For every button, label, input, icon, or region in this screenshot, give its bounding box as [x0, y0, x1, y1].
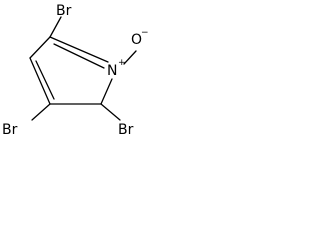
bond-c2-c3-double [35, 60, 55, 100]
atom-nitrogen: N [107, 63, 117, 79]
bond-n-o [123, 50, 137, 65]
bond-n-c1 [49, 36, 109, 63]
atom-br-left: Br [2, 122, 18, 138]
atom-br-top: Br [56, 3, 72, 19]
molecule-structure: Br Br Br N O + − [2, 3, 149, 138]
charge-nitrogen: + [118, 58, 126, 68]
atom-oxygen: O [131, 32, 142, 48]
atom-br-right: Br [118, 122, 134, 138]
bond-c1-c2 [29, 36, 51, 59]
charge-oxygen: − [141, 28, 149, 38]
bond-n-c1-double [53, 43, 105, 69]
bond-c4-br-right [100, 103, 121, 121]
bond-c2-c3 [29, 57, 51, 105]
bond-c4-n [100, 78, 113, 105]
bond-c1-br-top [49, 16, 62, 38]
bond-c3-br-left [31, 103, 51, 121]
